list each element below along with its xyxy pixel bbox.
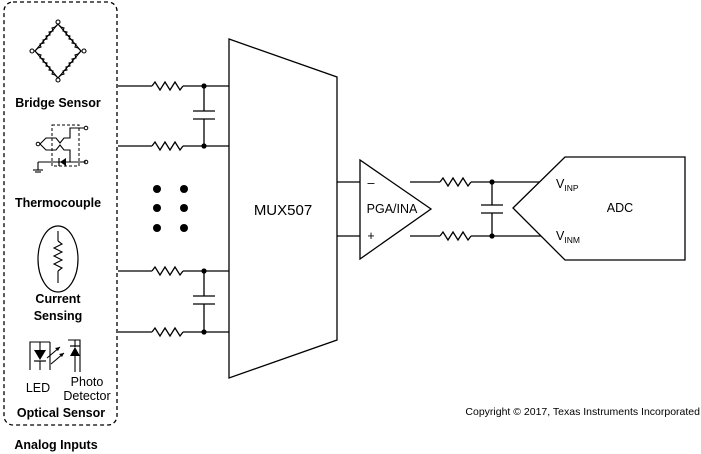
- current-label-line2: Sensing: [34, 309, 83, 323]
- photo-label-line1: Photo: [71, 375, 104, 389]
- vinm-label: VINM: [556, 229, 580, 245]
- photo-label-line2: Detector: [63, 389, 110, 403]
- current-sensing-icon: [37, 225, 79, 293]
- input-filter-bottom: [118, 265, 229, 338]
- vinp-label: VINP: [556, 177, 579, 193]
- analog-inputs-frame: [3, 1, 118, 426]
- current-label-line1: Current: [35, 292, 81, 306]
- led-label: LED: [26, 381, 50, 395]
- pga-label: PGA/INA: [367, 202, 418, 216]
- optical-sensor-icon: [29, 339, 81, 372]
- bridge-sensor-icon: [29, 19, 87, 83]
- bridge-sensor-label: Bridge Sensor: [15, 96, 101, 110]
- adc-block: [512, 156, 686, 261]
- mux-block: [228, 38, 338, 379]
- adc-label: ADC: [607, 201, 633, 215]
- optical-sensor-label: Optical Sensor: [17, 406, 105, 420]
- analog-inputs-label: Analog Inputs: [14, 438, 97, 452]
- thermocouple-icon: [33, 124, 89, 173]
- thermocouple-label: Thermocouple: [15, 196, 101, 210]
- pga-minus-label: –: [368, 176, 375, 190]
- copyright-text: Copyright © 2017, Texas Instruments Inco…: [465, 406, 700, 418]
- input-filter-top: [118, 80, 229, 152]
- pga-plus-label: +: [367, 229, 374, 243]
- mux-label: MUX507: [254, 202, 312, 219]
- more-channels-dots: [153, 185, 188, 232]
- pga-block: [359, 158, 433, 261]
